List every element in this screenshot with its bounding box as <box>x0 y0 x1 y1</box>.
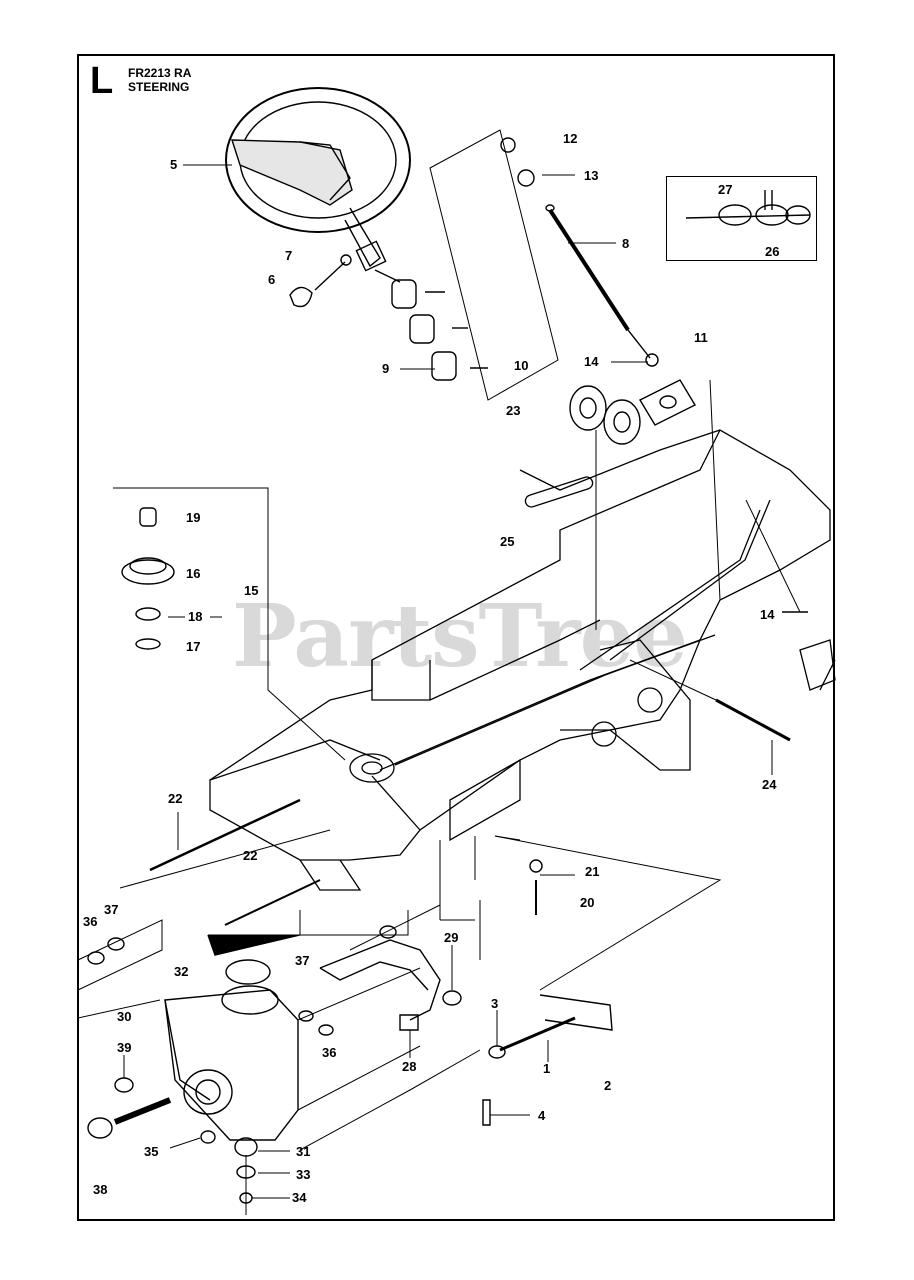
steering-wheel-part <box>225 87 411 272</box>
inset-detail-box <box>666 176 817 261</box>
callout-label: 8 <box>622 236 630 251</box>
callout-label: 9 <box>382 361 390 376</box>
callout-leader-lines <box>123 164 808 1199</box>
callout-label: 37 <box>104 902 119 917</box>
callout-label: 16 <box>186 566 201 581</box>
callout-label: 22 <box>243 848 258 863</box>
watermark: PartsTree <box>232 586 688 687</box>
callout-label: 15 <box>244 583 259 598</box>
callout-label: 20 <box>580 895 595 910</box>
callout-label: 29 <box>444 930 459 945</box>
callout-label: 14 <box>584 354 599 369</box>
callout-label: 10 <box>514 358 529 373</box>
callout-label: 17 <box>186 639 201 654</box>
callout-label: 37 <box>295 953 310 968</box>
callout-label: 25 <box>500 534 515 549</box>
callout-label: 34 <box>292 1190 307 1205</box>
callout-label: 35 <box>144 1144 159 1159</box>
callout-label: 26 <box>765 244 780 259</box>
callout-label: 3 <box>491 996 499 1011</box>
steering-shaft-part <box>500 137 696 426</box>
chain-detail-part <box>685 190 811 226</box>
callout-label: 30 <box>117 1009 132 1024</box>
callout-label: 2 <box>604 1078 612 1093</box>
callout-label: 22 <box>168 791 183 806</box>
callout-label: 18 <box>188 609 203 624</box>
section-letter: L <box>90 60 114 102</box>
callout-label: 23 <box>506 403 521 418</box>
chassis-frame-part <box>209 379 836 891</box>
callout-label: 31 <box>296 1144 311 1159</box>
callout-label: 36 <box>322 1045 337 1060</box>
tie-rod-part <box>482 994 613 1126</box>
callout-label: 4 <box>538 1108 546 1123</box>
callout-label: 24 <box>762 777 777 792</box>
callout-label: 6 <box>268 272 276 287</box>
callout-label: 36 <box>83 914 98 929</box>
pulley-parts <box>569 385 641 630</box>
model-code: FR2213 RA <box>128 66 192 80</box>
callout-label: 32 <box>174 964 189 979</box>
callout-label: 7 <box>285 248 293 263</box>
callout-label: 28 <box>402 1059 417 1074</box>
callout-label: 27 <box>718 182 733 197</box>
callout-label: 33 <box>296 1167 311 1182</box>
callout-label: 19 <box>186 510 201 525</box>
pulley-stack-parts <box>121 507 175 650</box>
callout-label: 14 <box>760 607 775 622</box>
steering-gearbox-part <box>77 959 481 1215</box>
callout-label: 38 <box>93 1182 108 1197</box>
steering-column-parts <box>289 254 488 381</box>
diagram-frame <box>77 54 835 1221</box>
callout-label: 39 <box>117 1040 132 1055</box>
callout-label: 11 <box>694 330 708 345</box>
callout-label: 1 <box>543 1061 551 1076</box>
callout-label: 12 <box>563 131 578 146</box>
group-name: STEERING <box>128 80 190 94</box>
steering-arm-part <box>319 904 462 1031</box>
callout-label: 21 <box>585 864 600 879</box>
callout-label: 5 <box>170 157 178 172</box>
callout-label: 13 <box>584 168 599 183</box>
